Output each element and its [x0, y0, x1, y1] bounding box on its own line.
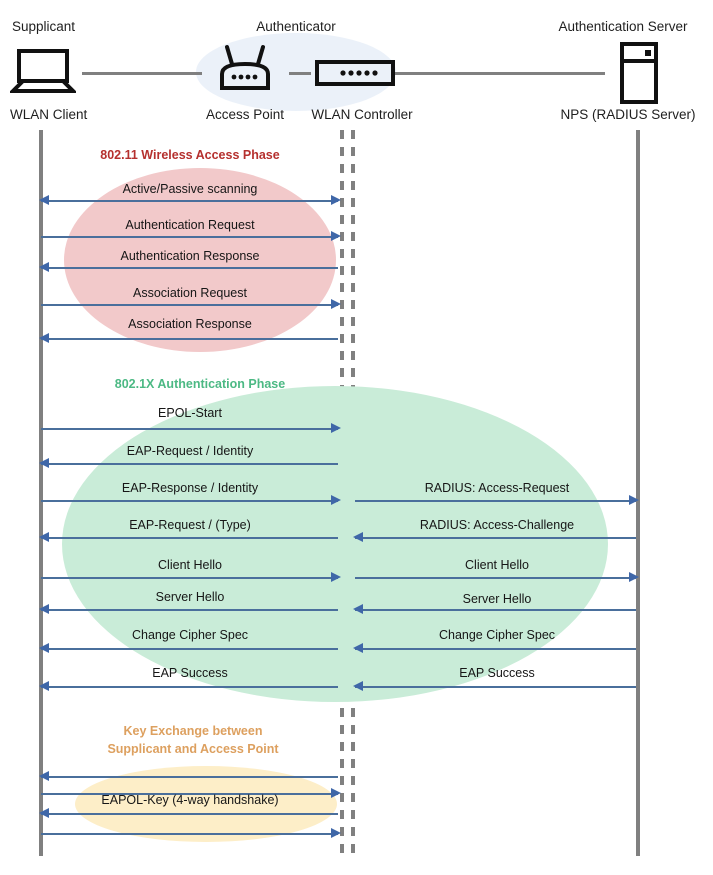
arrowhead-right-icon [629, 572, 639, 582]
message-label: EAP-Request / Identity [126, 444, 254, 458]
message-line [355, 648, 636, 650]
actor-role-supplicant: Supplicant [12, 19, 76, 34]
message-label: Server Hello [462, 592, 532, 606]
arrowhead-left-icon [39, 458, 49, 468]
message-label: Authentication Request [125, 218, 255, 232]
message-line [41, 648, 338, 650]
message-label: EAP Success [152, 666, 228, 680]
message-label: EAPOL-Key (4-way handshake) [101, 793, 279, 807]
message-label: EAP-Response / Identity [121, 481, 259, 495]
message-label: Authentication Response [120, 249, 260, 263]
message-line [41, 236, 338, 238]
arrowhead-left-icon [39, 808, 49, 818]
arrowhead-right-icon [331, 231, 341, 241]
arrowhead-left-icon [39, 643, 49, 653]
message-label: Change Cipher Spec [131, 628, 249, 642]
arrowhead-left-icon [39, 532, 49, 542]
message-line [41, 463, 338, 465]
message-line [41, 686, 338, 688]
arrowhead-left-icon [39, 681, 49, 691]
actor-device-access-point: Access Point [205, 107, 285, 122]
actor-device-wlan-client: WLAN Client [10, 107, 88, 122]
phase-caption-key-exchange: Key Exchange between Supplicant and Acce… [107, 724, 279, 757]
message-label: Association Request [133, 286, 247, 300]
message-line [41, 793, 338, 795]
message-line [41, 267, 338, 269]
phase-region-wireless-access [64, 168, 336, 352]
message-line [41, 776, 338, 778]
message-line [355, 537, 636, 539]
message-line [41, 609, 338, 611]
message-line [355, 577, 636, 579]
arrowhead-left-icon [39, 262, 49, 272]
message-line [41, 338, 338, 340]
message-line [355, 500, 636, 502]
message-line [41, 500, 338, 502]
message-label: Server Hello [155, 590, 225, 604]
message-label: Active/Passive scanning [122, 182, 258, 196]
arrowhead-left-icon [39, 604, 49, 614]
arrowhead-left-icon [39, 333, 49, 343]
message-line [355, 609, 636, 611]
arrowhead-left-icon [353, 643, 363, 653]
arrowhead-right-icon [331, 828, 341, 838]
arrowhead-right-icon [331, 572, 341, 582]
laptop-icon [8, 48, 78, 99]
arrowhead-right-icon [629, 495, 639, 505]
actor-device-nps-radius-server: NPS (RADIUS Server) [560, 107, 696, 122]
message-line [41, 537, 338, 539]
arrowhead-right-icon [331, 299, 341, 309]
arrowhead-left-icon [39, 771, 49, 781]
server-rack-icon [619, 42, 659, 109]
actor-device-wlan-controller: WLAN Controller [311, 107, 413, 122]
arrowhead-left-icon [353, 604, 363, 614]
message-label: RADIUS: Access-Request [424, 481, 570, 495]
message-line [41, 200, 338, 202]
message-line [41, 813, 338, 815]
message-label: EPOL-Start [158, 406, 222, 420]
phase-region-authentication [62, 386, 608, 702]
message-label: EAP-Request / (Type) [129, 518, 251, 532]
network-switch-icon [315, 59, 395, 92]
message-label: RADIUS: Access-Challenge [419, 518, 575, 532]
actor-role-authenticator: Authenticator [256, 19, 336, 34]
arrowhead-right-icon [331, 495, 341, 505]
lifeline-authentication-server [636, 130, 640, 856]
wire-controller-to-server [395, 72, 605, 75]
arrowhead-left-icon [353, 681, 363, 691]
message-label: Client Hello [158, 558, 222, 572]
arrowhead-right-icon [331, 195, 341, 205]
message-line [41, 304, 338, 306]
wire-client-to-ap [82, 72, 202, 75]
message-line [355, 686, 636, 688]
phase-caption-wireless-access: 802.11 Wireless Access Phase [100, 148, 280, 162]
phase-region-key-exchange [75, 766, 337, 842]
lifeline-supplicant [39, 130, 43, 856]
arrowhead-right-icon [331, 788, 341, 798]
arrowhead-right-icon [331, 423, 341, 433]
wireless-router-icon [214, 44, 276, 99]
message-label: EAP Success [459, 666, 535, 680]
wire-ap-to-controller [289, 72, 311, 75]
message-line [41, 428, 338, 430]
arrowhead-left-icon [353, 532, 363, 542]
message-label: Client Hello [465, 558, 529, 572]
actor-role-authentication-server: Authentication Server [558, 19, 688, 34]
message-label: Association Response [128, 317, 252, 331]
arrowhead-left-icon [39, 195, 49, 205]
message-line [41, 577, 338, 579]
phase-caption-authentication: 802.1X Authentication Phase [114, 377, 286, 391]
message-label: Change Cipher Spec [438, 628, 556, 642]
message-line [41, 833, 338, 835]
